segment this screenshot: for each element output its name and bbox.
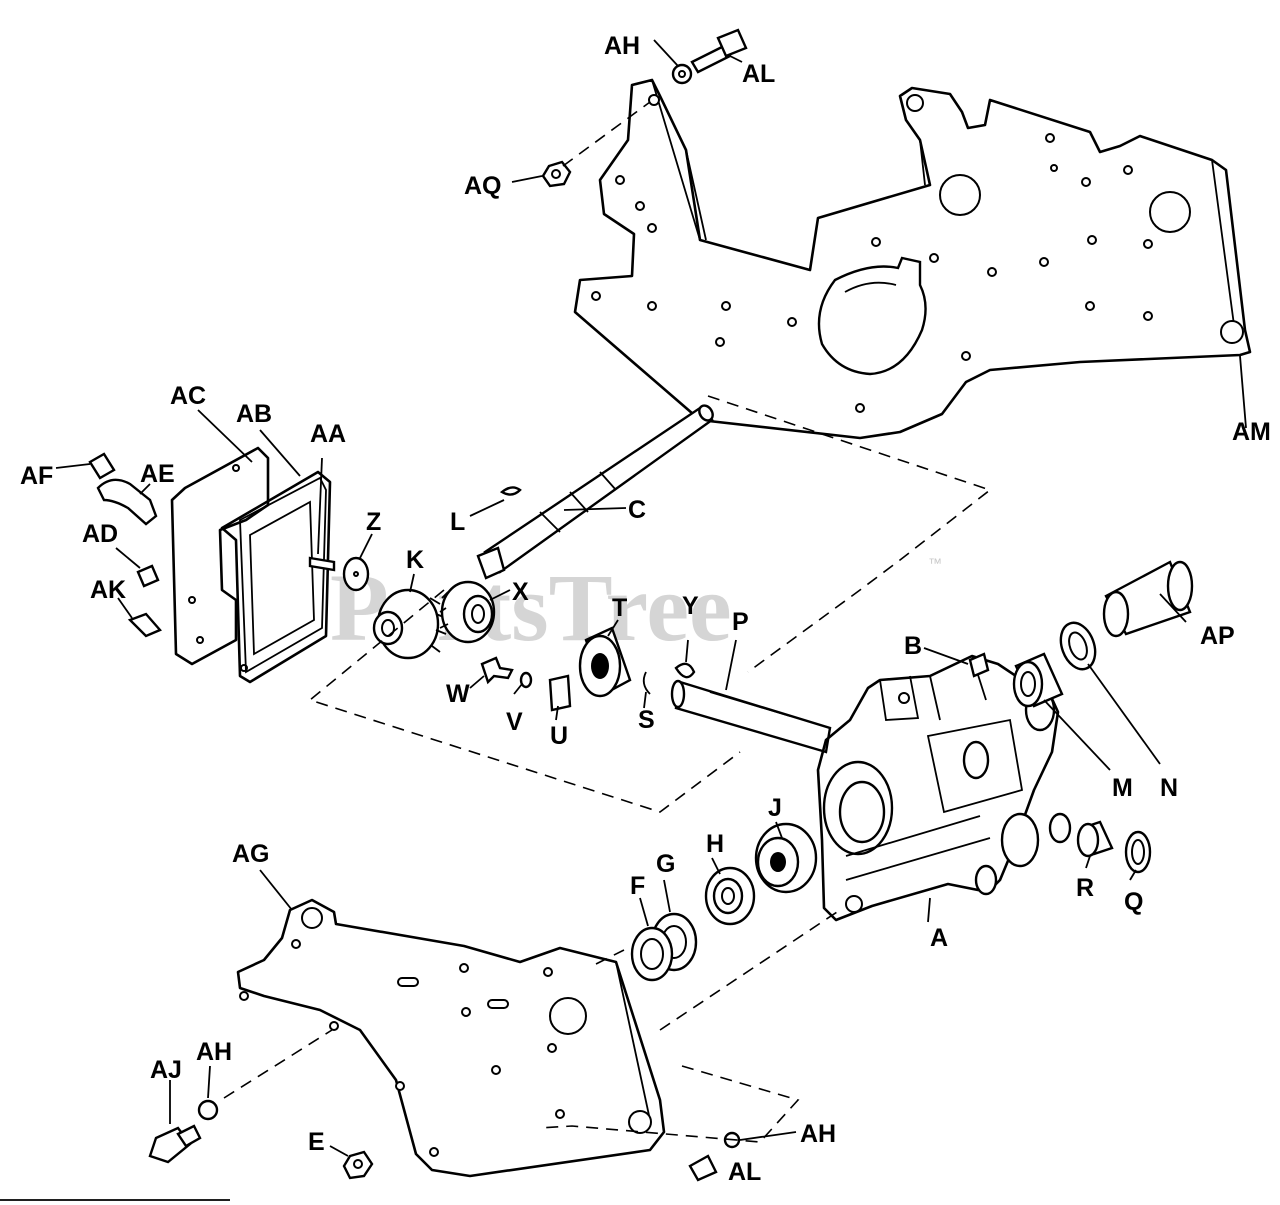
label-ah-bottom: AH [800,1120,836,1148]
elbow-fitting [96,478,158,526]
gasket [220,470,332,684]
bolt-al-bottom [688,1154,718,1182]
label-v: V [506,708,523,736]
cover-stud [308,556,336,572]
label-u: U [550,722,568,750]
label-m: M [1112,774,1133,802]
needle-bearing-r [1076,820,1114,858]
label-aq: AQ [464,172,502,200]
bearing-h [704,866,756,926]
label-ab: AB [236,400,272,428]
output-shaft [670,679,832,754]
label-l: L [450,508,465,536]
screw [127,612,162,638]
label-z: Z [366,508,381,536]
label-af: AF [20,462,53,490]
ball-bearing-j [754,822,818,894]
seal-n [1059,621,1097,671]
label-al-bottom: AL [728,1158,761,1186]
top-side-plate [573,78,1252,440]
woodruff-key [499,486,522,496]
plug [136,564,160,588]
label-aa: AA [310,420,346,448]
label-ah-left: AH [196,1038,232,1066]
label-n: N [1160,774,1178,802]
label-ap: AP [1200,622,1235,650]
washer-ah-left [197,1099,219,1121]
retainer-u [548,674,572,712]
label-aj: AJ [150,1056,182,1084]
leader-lines [55,39,1247,1157]
drive-shaft [476,404,714,580]
label-am: AM [1232,418,1271,446]
label-q: Q [1124,888,1143,916]
label-ag: AG [232,840,270,868]
label-p: P [732,608,749,636]
label-j: J [768,794,782,822]
ball-bearing-t [578,626,632,698]
bushing-m [1012,652,1064,708]
watermark-trademark: ™ [928,555,942,571]
gear-x [439,580,496,644]
washer-v [519,671,533,689]
label-x: X [512,578,529,606]
spacer-tube-ap [1102,560,1194,638]
key-y [674,662,696,679]
seal-f [630,926,674,982]
cover-plate [170,446,270,666]
label-s: S [638,706,655,734]
label-ah-top: AH [604,32,640,60]
seal-q [1124,830,1152,874]
fitting-cap [88,452,116,480]
label-t: T [612,594,627,622]
label-ac: AC [170,382,206,410]
label-al-top: AL [742,60,775,88]
label-r: R [1076,874,1094,902]
snap-ring-s [642,671,651,695]
top-bolt [690,28,748,74]
gasket-inner [239,476,327,674]
label-ak: AK [90,576,126,604]
label-a: A [930,924,948,952]
label-g: G [656,850,675,878]
label-e: E [308,1128,325,1156]
label-ae: AE [140,460,175,488]
label-f: F [630,872,645,900]
bottom-side-plate [236,898,666,1178]
set-screw-b [968,652,990,678]
label-ad: AD [82,520,118,548]
label-k: K [406,546,424,574]
label-w: W [446,680,470,708]
screw-w [480,656,514,685]
label-y: Y [682,592,699,620]
label-c: C [628,496,646,524]
label-b: B [904,632,922,660]
label-h: H [706,830,724,858]
